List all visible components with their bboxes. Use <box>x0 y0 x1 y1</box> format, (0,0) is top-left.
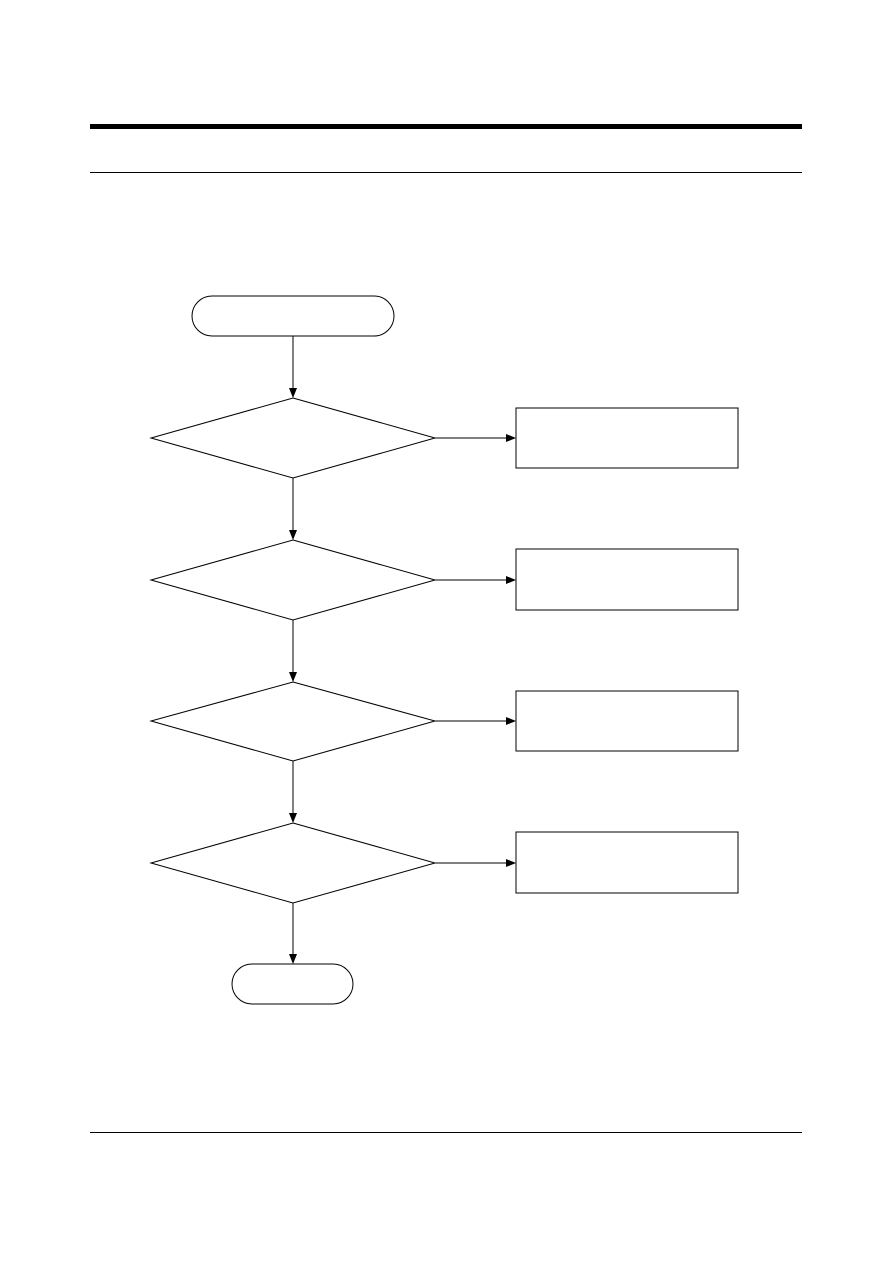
decision-1 <box>149 397 437 479</box>
action-2 <box>515 548 739 611</box>
header-thick-rule <box>90 124 802 129</box>
action-4 <box>515 831 739 894</box>
decision-4 <box>149 822 437 904</box>
end-terminator <box>231 963 354 1005</box>
start-terminator <box>191 295 395 337</box>
decision-3 <box>149 681 437 762</box>
action-1 <box>515 407 739 469</box>
header-thin-rule <box>90 172 802 173</box>
footer-rule <box>90 1132 802 1133</box>
decision-2 <box>149 539 437 621</box>
action-3 <box>515 690 739 752</box>
